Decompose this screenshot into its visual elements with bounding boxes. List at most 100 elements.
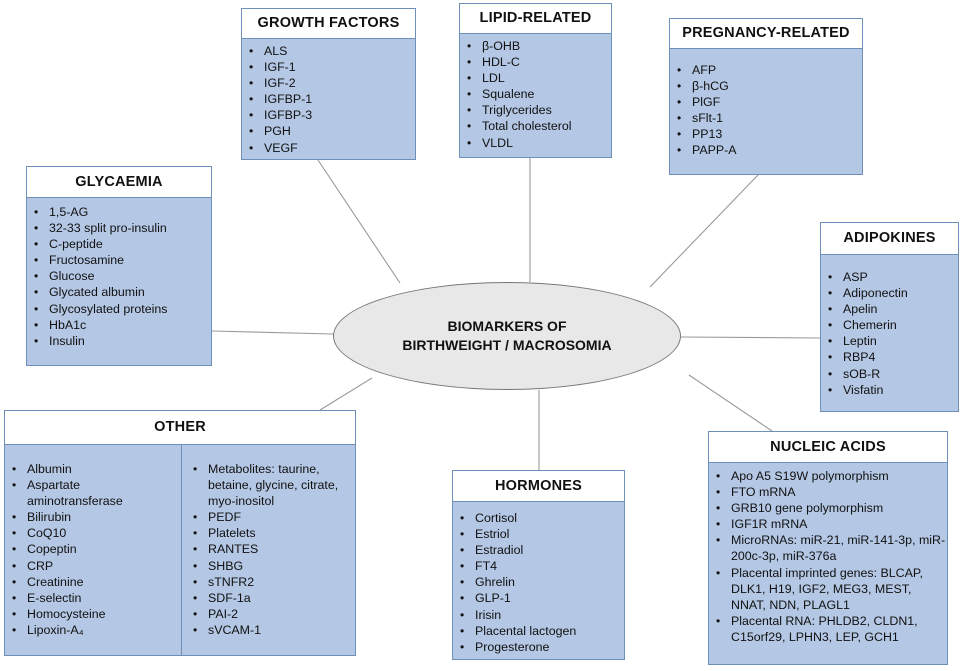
adipokines-list-panel: ASPAdiponectinApelinChemerinLeptinRBP4sO… bbox=[820, 254, 959, 412]
central-topic-line-2: BIRTHWEIGHT / MACROSOMIA bbox=[402, 337, 612, 353]
biomarker-item: Leptin bbox=[821, 333, 958, 349]
adipokines-list: ASPAdiponectinApelinChemerinLeptinRBP4sO… bbox=[821, 269, 958, 398]
biomarker-item: Albumin bbox=[5, 461, 177, 477]
biomarker-item: LDL bbox=[460, 70, 611, 86]
hormones-list: CortisolEstriolEstradiolFT4GhrelinGLP-1I… bbox=[453, 510, 624, 655]
biomarker-item: Metabolites: taurine, betaine, glycine, … bbox=[186, 461, 351, 509]
growth-factors-list-panel: ALSIGF-1IGF-2IGFBP-1IGFBP-3PGHVEGF bbox=[241, 38, 416, 160]
biomarker-item: 1,5-AG bbox=[27, 204, 211, 220]
biomarker-item: GRB10 gene polymorphism bbox=[709, 500, 947, 516]
biomarker-item: IGFBP-1 bbox=[242, 91, 415, 107]
connector-nucleic-acids bbox=[688, 374, 773, 432]
biomarker-item: sFlt-1 bbox=[670, 110, 862, 126]
biomarker-item: PAI-2 bbox=[186, 606, 351, 622]
biomarker-item: sVCAM-1 bbox=[186, 622, 351, 638]
biomarker-item: VEGF bbox=[242, 140, 415, 156]
biomarker-item: IGF1R mRNA bbox=[709, 516, 947, 532]
biomarker-item: Aspartate aminotransferase bbox=[5, 477, 177, 509]
biomarker-item: IGF-1 bbox=[242, 59, 415, 75]
biomarker-item: MicroRNAs: miR-21, miR-141-3p, miR-200c-… bbox=[709, 532, 947, 564]
biomarker-item: PGH bbox=[242, 123, 415, 139]
biomarker-item: Apelin bbox=[821, 301, 958, 317]
biomarker-item: Bilirubin bbox=[5, 509, 177, 525]
biomarker-item: GLP-1 bbox=[453, 590, 624, 606]
biomarker-item: IGF-2 bbox=[242, 75, 415, 91]
biomarker-item: β-OHB bbox=[460, 38, 611, 54]
lipid-related-list-panel: β-OHBHDL-CLDLSqualeneTriglyceridesTotal … bbox=[459, 33, 612, 158]
biomarker-item: E-selectin bbox=[5, 590, 177, 606]
pregnancy-related-title: PREGNANCY-RELATED bbox=[669, 18, 863, 49]
biomarker-item: Placental lactogen bbox=[453, 623, 624, 639]
biomarker-item: Placental RNA: PHLDB2, CLDN1, C15orf29, … bbox=[709, 613, 947, 645]
biomarker-item: 32-33 split pro-insulin bbox=[27, 220, 211, 236]
biomarker-item: RBP4 bbox=[821, 349, 958, 365]
biomarker-item: sOB-R bbox=[821, 366, 958, 382]
biomarker-item: Creatinine bbox=[5, 574, 177, 590]
biomarker-item: Glycated albumin bbox=[27, 284, 211, 300]
biomarker-item: Copeptin bbox=[5, 541, 177, 557]
biomarker-item: Irisin bbox=[453, 607, 624, 623]
biomarker-item: PP13 bbox=[670, 126, 862, 142]
biomarker-item: VLDL bbox=[460, 135, 611, 151]
biomarker-item: Adiponectin bbox=[821, 285, 958, 301]
other-list-left: AlbuminAspartate aminotransferaseBilirub… bbox=[5, 461, 177, 638]
biomarker-item: Squalene bbox=[460, 86, 611, 102]
biomarker-item: CoQ10 bbox=[5, 525, 177, 541]
biomarker-item: Glucose bbox=[27, 268, 211, 284]
biomarker-item: Glycosylated proteins bbox=[27, 301, 211, 317]
lipid-related-list: β-OHBHDL-CLDLSqualeneTriglyceridesTotal … bbox=[460, 38, 611, 151]
biomarker-item: Estradiol bbox=[453, 542, 624, 558]
connector-other bbox=[319, 377, 373, 411]
other-title: OTHER bbox=[4, 410, 356, 445]
biomarker-item: HDL-C bbox=[460, 54, 611, 70]
biomarker-item: Platelets bbox=[186, 525, 351, 541]
central-topic-ellipse: BIOMARKERS OF BIRTHWEIGHT / MACROSOMIA bbox=[333, 282, 681, 390]
connector-pregnancy-related bbox=[649, 174, 759, 288]
growth-factors-title: GROWTH FACTORS bbox=[241, 8, 416, 39]
hormones-list-panel: CortisolEstriolEstradiolFT4GhrelinGLP-1I… bbox=[452, 501, 625, 660]
biomarker-item: sTNFR2 bbox=[186, 574, 351, 590]
pregnancy-related-list: AFPβ-hCGPlGFsFlt-1PP13PAPP-A bbox=[670, 62, 862, 159]
biomarker-item: Estriol bbox=[453, 526, 624, 542]
nucleic-acids-title: NUCLEIC ACIDS bbox=[708, 431, 948, 463]
connector-adipokines bbox=[680, 336, 821, 339]
hormones-title: HORMONES bbox=[452, 470, 625, 502]
biomarker-item: Insulin bbox=[27, 333, 211, 349]
biomarker-item: Fructosamine bbox=[27, 252, 211, 268]
lipid-related-title: LIPID-RELATED bbox=[459, 3, 612, 34]
nucleic-acids-list-panel: Apo A5 S19W polymorphismFTO mRNAGRB10 ge… bbox=[708, 462, 948, 665]
biomarker-item: SDF-1a bbox=[186, 590, 351, 606]
biomarker-item: β-hCG bbox=[670, 78, 862, 94]
biomarker-item: PAPP-A bbox=[670, 142, 862, 158]
biomarker-item: HbA1c bbox=[27, 317, 211, 333]
biomarker-item: FT4 bbox=[453, 558, 624, 574]
biomarker-item: C-peptide bbox=[27, 236, 211, 252]
biomarker-item: AFP bbox=[670, 62, 862, 78]
biomarker-item: Chemerin bbox=[821, 317, 958, 333]
biomarker-item: Triglycerides bbox=[460, 102, 611, 118]
biomarker-item: Placental imprinted genes: BLCAP, DLK1, … bbox=[709, 565, 947, 613]
biomarker-item: Lipoxin-A₄ bbox=[5, 622, 177, 638]
other-list-right: Metabolites: taurine, betaine, glycine, … bbox=[186, 461, 351, 638]
biomarker-item: Total cholesterol bbox=[460, 118, 611, 134]
pregnancy-related-list-panel: AFPβ-hCGPlGFsFlt-1PP13PAPP-A bbox=[669, 48, 863, 175]
connector-glycaemia bbox=[211, 330, 334, 335]
biomarker-item: SHBG bbox=[186, 558, 351, 574]
biomarker-item: Ghrelin bbox=[453, 574, 624, 590]
connector-growth-factors bbox=[317, 159, 401, 284]
central-topic-line-1: BIOMARKERS OF bbox=[447, 318, 567, 334]
biomarker-item: CRP bbox=[5, 558, 177, 574]
biomarker-item: ALS bbox=[242, 43, 415, 59]
glycaemia-list-panel: 1,5-AG32-33 split pro-insulinC-peptideFr… bbox=[26, 197, 212, 366]
biomarker-item: FTO mRNA bbox=[709, 484, 947, 500]
biomarker-item: IGFBP-3 bbox=[242, 107, 415, 123]
glycaemia-title: GLYCAEMIA bbox=[26, 166, 212, 198]
glycaemia-list: 1,5-AG32-33 split pro-insulinC-peptideFr… bbox=[27, 204, 211, 349]
other-list-panel: AlbuminAspartate aminotransferaseBilirub… bbox=[4, 444, 356, 656]
adipokines-title: ADIPOKINES bbox=[820, 222, 959, 255]
biomarker-item: Homocysteine bbox=[5, 606, 177, 622]
biomarker-item: ASP bbox=[821, 269, 958, 285]
other-column-divider bbox=[181, 445, 182, 655]
biomarker-item: Apo A5 S19W polymorphism bbox=[709, 468, 947, 484]
